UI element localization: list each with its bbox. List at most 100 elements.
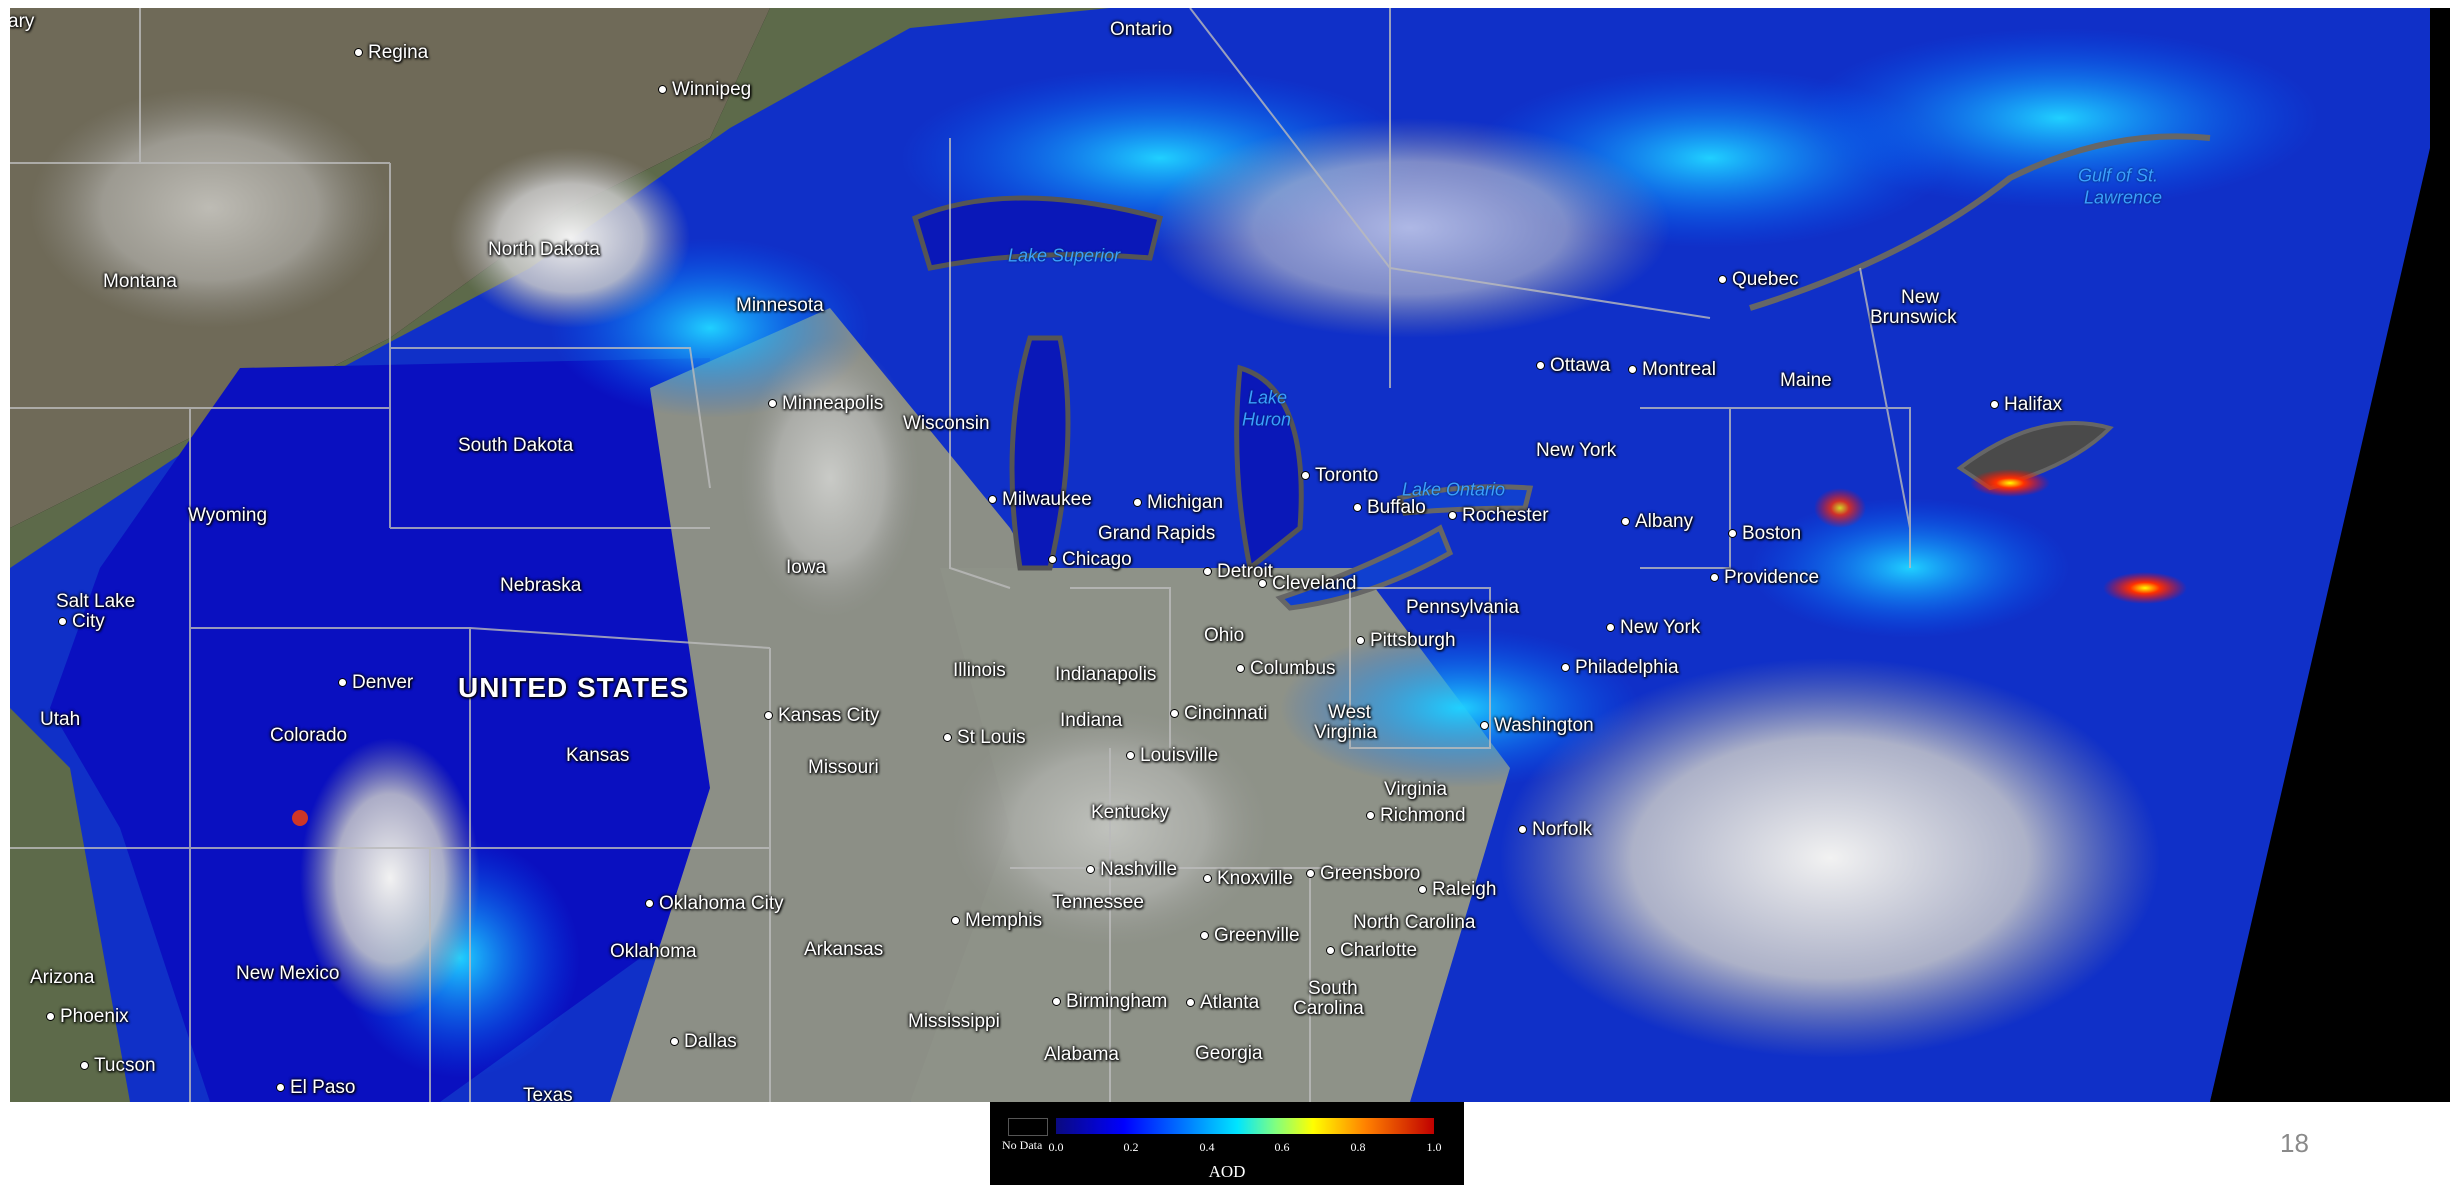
map-label-tennessee: Tennessee xyxy=(1052,892,1144,914)
map-label-kansas: Kansas xyxy=(566,745,629,767)
map-label-text: Greensboro xyxy=(1320,863,1421,884)
map-label-denver: Denver xyxy=(338,672,413,694)
map-label-quebec: Quebec xyxy=(1718,269,1799,291)
water-label-lake-huron-1: Lake xyxy=(1248,387,1288,408)
map-label-minnesota: Minnesota xyxy=(736,295,824,317)
map-label-texas: Texas xyxy=(523,1085,573,1102)
map-label-kansas-city: Kansas City xyxy=(764,705,879,727)
city-marker-icon xyxy=(1203,874,1212,884)
city-marker-icon xyxy=(338,678,347,688)
map-label-text: Nebraska xyxy=(500,575,582,596)
city-marker-icon xyxy=(1301,471,1310,481)
city-marker-icon xyxy=(1536,361,1545,371)
no-data-swatch xyxy=(1008,1118,1048,1136)
city-marker-icon xyxy=(1710,573,1719,583)
colorbar-tick: 1.0 xyxy=(1426,1140,1442,1154)
map-label-toronto: Toronto xyxy=(1301,465,1378,487)
city-marker-icon xyxy=(1606,623,1615,633)
map-label-missouri: Missouri xyxy=(808,757,879,779)
map-label-text: Tennessee xyxy=(1052,892,1144,913)
map-label-tucson: Tucson xyxy=(80,1055,156,1077)
country-label: UNITED STATES xyxy=(458,672,690,703)
colorbar-tick: 0.4 xyxy=(1199,1140,1215,1154)
city-marker-icon xyxy=(1366,811,1375,821)
map-label-indianapolis: Indianapolis xyxy=(1055,664,1156,686)
city-marker-icon xyxy=(46,1012,55,1022)
map-label-birmingham: Birmingham xyxy=(1052,991,1167,1013)
map-label-indiana: Indiana xyxy=(1060,710,1122,732)
map-label-text: Boston xyxy=(1742,523,1802,544)
map-label-grand-rapids: Grand Rapids xyxy=(1098,523,1215,545)
map-label-text: Brunswick xyxy=(1870,307,1957,328)
aod-color-gradient xyxy=(1056,1118,1434,1134)
map-label-text: Albany xyxy=(1635,511,1694,532)
city-marker-icon xyxy=(1480,721,1489,731)
map-label-text: Cleveland xyxy=(1272,573,1357,594)
map-label-milwaukee: Milwaukee xyxy=(988,489,1092,511)
map-label-new-brunswick-2: Brunswick xyxy=(1870,307,1957,329)
city-marker-icon xyxy=(1718,275,1727,285)
map-label-boston: Boston xyxy=(1728,523,1801,545)
map-label-text: Montana xyxy=(103,271,177,292)
map-label-new-mexico: New Mexico xyxy=(236,963,339,985)
city-marker-icon xyxy=(1561,663,1570,673)
colorbar-tick: 0.8 xyxy=(1350,1140,1366,1154)
map-label-virginia: Virginia xyxy=(1384,779,1447,801)
map-label-text: Virginia xyxy=(1384,779,1448,800)
map-label-kentucky: Kentucky xyxy=(1091,802,1169,824)
city-marker-icon xyxy=(658,85,667,95)
map-label-dallas: Dallas xyxy=(670,1031,737,1053)
map-label-utah: Utah xyxy=(40,709,80,731)
map-label-greenville: Greenville xyxy=(1200,925,1300,947)
map-label-text: City xyxy=(72,611,105,632)
map-label-philadelphia: Philadelphia xyxy=(1561,657,1679,679)
city-marker-icon xyxy=(768,399,777,409)
map-label-text: Kansas City xyxy=(778,705,880,726)
map-label-text: Indianapolis xyxy=(1055,664,1157,685)
map-label-text: Michigan xyxy=(1147,492,1224,513)
map-label-text: Wyoming xyxy=(188,505,268,526)
map-label-louisville: Louisville xyxy=(1126,745,1218,767)
map-label-text: Milwaukee xyxy=(1002,489,1092,510)
map-label-arizona: Arizona xyxy=(30,967,94,989)
city-marker-icon xyxy=(1326,946,1335,956)
map-label-text: Alabama xyxy=(1044,1044,1119,1065)
map-label-rochester: Rochester xyxy=(1448,505,1549,527)
map-label-text: New York xyxy=(1536,440,1617,461)
map-label-north-dakota: North Dakota xyxy=(488,239,600,261)
map-label-text: Birmingham xyxy=(1066,991,1168,1012)
map-label-south-carolina-2: Carolina xyxy=(1293,998,1364,1020)
map-label-text: Pittsburgh xyxy=(1370,630,1456,651)
map-label-maine: Maine xyxy=(1780,370,1832,392)
map-label-iowa: Iowa xyxy=(786,557,826,579)
map-label-text: Virginia xyxy=(1314,722,1378,743)
map-label-text: Oklahoma xyxy=(610,941,697,962)
water-label-gulf-st-lawrence-1: Gulf of St. xyxy=(2078,165,2159,186)
map-label-text: Louisville xyxy=(1140,745,1219,766)
map-label-text: Regina xyxy=(368,42,429,63)
city-marker-icon xyxy=(354,48,363,58)
map-label-text: Washington xyxy=(1494,715,1594,736)
city-marker-icon xyxy=(1052,997,1061,1007)
map-label-buffalo: Buffalo xyxy=(1353,497,1426,519)
map-label-text: Raleigh xyxy=(1432,879,1497,900)
map-label-pennsylvania: Pennsylvania xyxy=(1406,597,1519,619)
map-label-illinois: Illinois xyxy=(953,660,1006,682)
map-label-oklahoma: Oklahoma xyxy=(610,941,697,963)
colorbar-tick: 0.6 xyxy=(1274,1140,1290,1154)
map-label-oklahoma-city: Oklahoma City xyxy=(645,893,784,915)
water-label-lake-ontario: Lake Ontario xyxy=(1402,479,1506,500)
map-label-text: Nashville xyxy=(1100,859,1178,880)
map-label-charlotte: Charlotte xyxy=(1326,940,1417,962)
map-label-new-brunswick-1: New xyxy=(1901,287,1939,309)
map-label-ohio: Ohio xyxy=(1204,625,1244,647)
map-label-west-virginia-1: West xyxy=(1328,702,1371,724)
city-marker-icon xyxy=(80,1061,89,1071)
map-label-text: Winnipeg xyxy=(672,79,752,100)
map-label-text: Missouri xyxy=(808,757,879,778)
map-label-text: North Dakota xyxy=(488,239,600,260)
map-label-text: Arizona xyxy=(30,967,95,988)
map-label-wyoming: Wyoming xyxy=(188,505,267,527)
map-label-text: Grand Rapids xyxy=(1098,523,1216,544)
city-marker-icon xyxy=(1086,865,1095,875)
